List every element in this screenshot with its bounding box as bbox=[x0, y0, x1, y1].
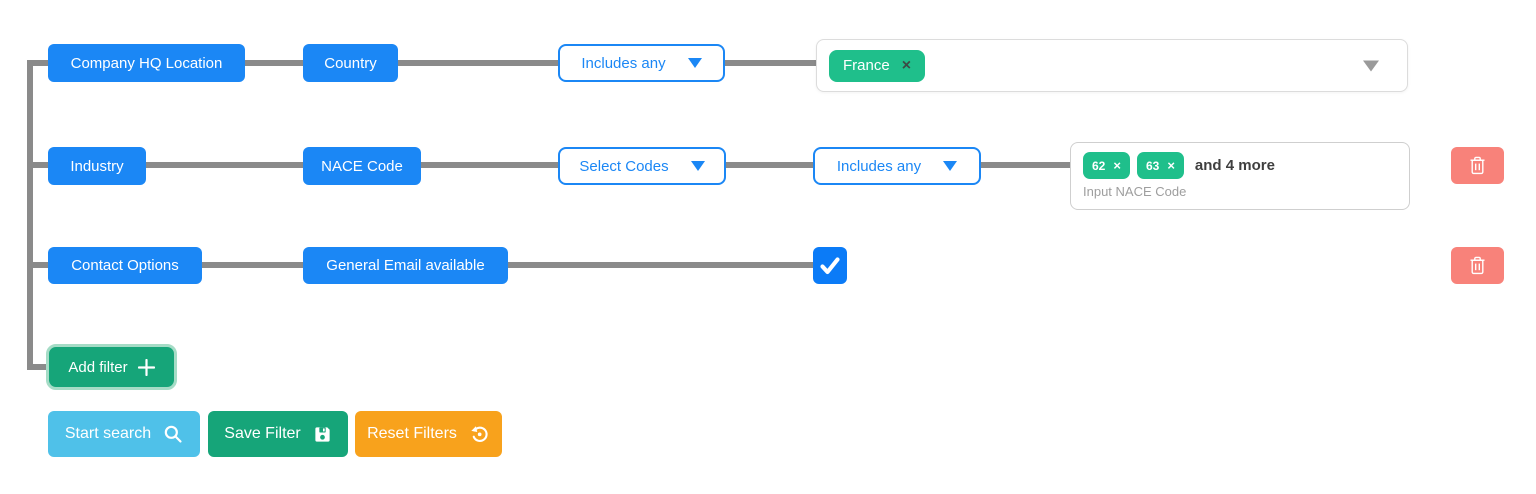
filter2-attribute-button[interactable]: NACE Code bbox=[303, 147, 421, 185]
filter2-operator-label: Includes any bbox=[836, 157, 922, 175]
reset-filters-button[interactable]: Reset Filters bbox=[355, 411, 502, 457]
nace-tag: 62 × bbox=[1083, 152, 1130, 179]
filter3-attribute-button[interactable]: General Email available bbox=[303, 247, 508, 284]
filter1-operator-dropdown[interactable]: Includes any bbox=[558, 44, 725, 82]
filter1-operator-label: Includes any bbox=[581, 54, 666, 72]
add-filter-label: Add filter bbox=[68, 358, 128, 376]
save-filter-button[interactable]: Save Filter bbox=[208, 411, 348, 457]
connector-line bbox=[146, 162, 303, 168]
caret-down-icon bbox=[687, 58, 702, 68]
search-icon bbox=[163, 424, 183, 444]
filter1-attribute-button[interactable]: Country bbox=[303, 44, 398, 82]
connector-line bbox=[27, 262, 48, 268]
general-email-checkbox[interactable] bbox=[813, 247, 847, 284]
filter3-category-label: Contact Options bbox=[71, 257, 179, 274]
save-icon bbox=[313, 425, 332, 444]
connector-line bbox=[27, 162, 48, 168]
connector-line bbox=[725, 162, 813, 168]
connector-line bbox=[27, 60, 33, 370]
filter1-attribute-label: Country bbox=[324, 54, 377, 72]
caret-down-icon bbox=[690, 161, 705, 171]
start-search-label: Start search bbox=[64, 425, 152, 442]
filter2-category-label: Industry bbox=[70, 157, 124, 175]
reset-filters-label: Reset Filters bbox=[367, 425, 457, 442]
connector-line bbox=[27, 60, 48, 66]
filter2-delete-button[interactable] bbox=[1451, 147, 1504, 184]
connector-line bbox=[27, 364, 48, 370]
remove-tag-icon[interactable]: × bbox=[901, 56, 912, 74]
filter1-category-label: Company HQ Location bbox=[70, 54, 223, 72]
filter2-attribute-label: NACE Code bbox=[321, 157, 403, 175]
chevron-down-icon bbox=[1363, 60, 1379, 71]
filter2-code-selector-label: Select Codes bbox=[579, 157, 669, 175]
trash-icon bbox=[1469, 156, 1486, 175]
nace-tag-label: 63 bbox=[1145, 158, 1160, 173]
save-filter-label: Save Filter bbox=[224, 425, 301, 442]
connector-line bbox=[398, 60, 558, 66]
filter1-country-select[interactable]: France × bbox=[816, 39, 1408, 92]
filter2-code-selector-dropdown[interactable]: Select Codes bbox=[558, 147, 726, 185]
plus-icon bbox=[137, 358, 155, 376]
checkmark-icon bbox=[818, 254, 842, 278]
connector-line bbox=[202, 262, 303, 268]
nace-tag: 63 × bbox=[1136, 152, 1184, 179]
connector-line bbox=[508, 262, 813, 268]
filter2-operator-dropdown[interactable]: Includes any bbox=[813, 147, 981, 185]
connector-line bbox=[421, 162, 558, 168]
country-tag-label: France bbox=[843, 57, 890, 74]
filter1-category-button[interactable]: Company HQ Location bbox=[48, 44, 245, 82]
connector-line bbox=[245, 60, 303, 66]
more-tags-text: and 4 more bbox=[1194, 157, 1275, 174]
filter3-category-button[interactable]: Contact Options bbox=[48, 247, 202, 284]
filter2-category-button[interactable]: Industry bbox=[48, 147, 146, 185]
remove-tag-icon[interactable]: × bbox=[1113, 158, 1121, 173]
remove-tag-icon[interactable]: × bbox=[1167, 158, 1175, 173]
nace-tag-row: 62 × 63 × and 4 more bbox=[1083, 152, 1397, 179]
connector-line bbox=[725, 60, 816, 66]
nace-code-input[interactable] bbox=[1083, 184, 1323, 199]
country-tag: France × bbox=[829, 49, 926, 82]
reset-icon bbox=[469, 424, 490, 445]
filter3-attribute-label: General Email available bbox=[326, 257, 485, 274]
caret-down-icon bbox=[943, 161, 958, 171]
filter3-delete-button[interactable] bbox=[1451, 247, 1504, 284]
nace-tag-label: 62 bbox=[1092, 158, 1106, 173]
start-search-button[interactable]: Start search bbox=[48, 411, 200, 457]
add-filter-button[interactable]: Add filter bbox=[46, 344, 177, 390]
filter2-nace-input-box[interactable]: 62 × 63 × and 4 more bbox=[1070, 142, 1410, 210]
connector-line bbox=[981, 162, 1070, 168]
trash-icon bbox=[1469, 256, 1486, 275]
